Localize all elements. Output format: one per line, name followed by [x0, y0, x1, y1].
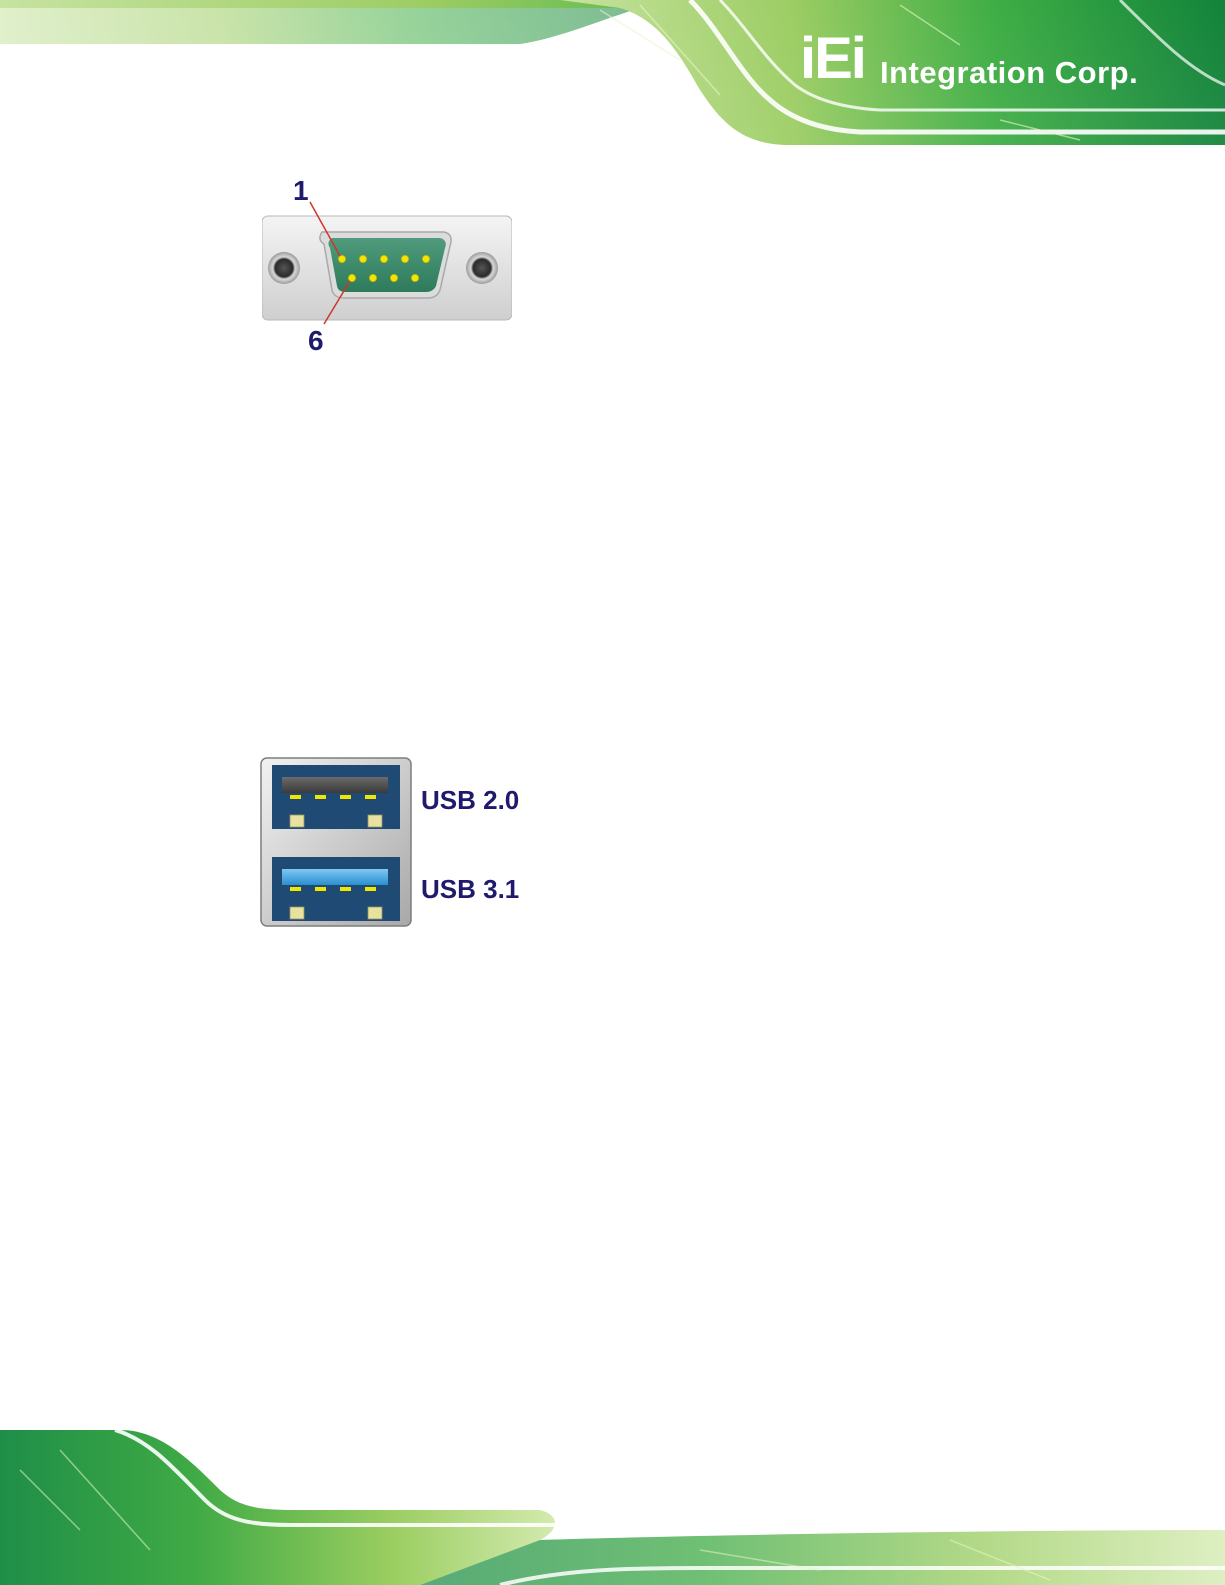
brand-name: Integration Corp. [880, 56, 1138, 90]
usb-2-0-label: USB 2.0 [421, 785, 519, 815]
usb2-port-insert [282, 777, 388, 793]
company-logo: iEi Integration Corp. [800, 30, 1180, 100]
pin-1-label: 1 [293, 176, 309, 206]
screw-left [268, 252, 300, 284]
db9-connector-figure: 1 6 [262, 172, 512, 362]
logo-mark: iEi [800, 30, 865, 88]
usb2-latch-left [290, 815, 304, 827]
usb2-latch-right [368, 815, 382, 827]
screw-right [466, 252, 498, 284]
usb-connector-figure [260, 757, 412, 927]
footer-banner [0, 1430, 1225, 1585]
usb-connector-illustration [260, 757, 412, 927]
d-shell-insert [328, 238, 445, 292]
usb3-latch-left [290, 907, 304, 919]
pin-6-label: 6 [308, 326, 324, 356]
usb3-latch-right [368, 907, 382, 919]
usb3-port-insert [282, 869, 388, 885]
usb-3-1-label: USB 3.1 [421, 874, 519, 904]
